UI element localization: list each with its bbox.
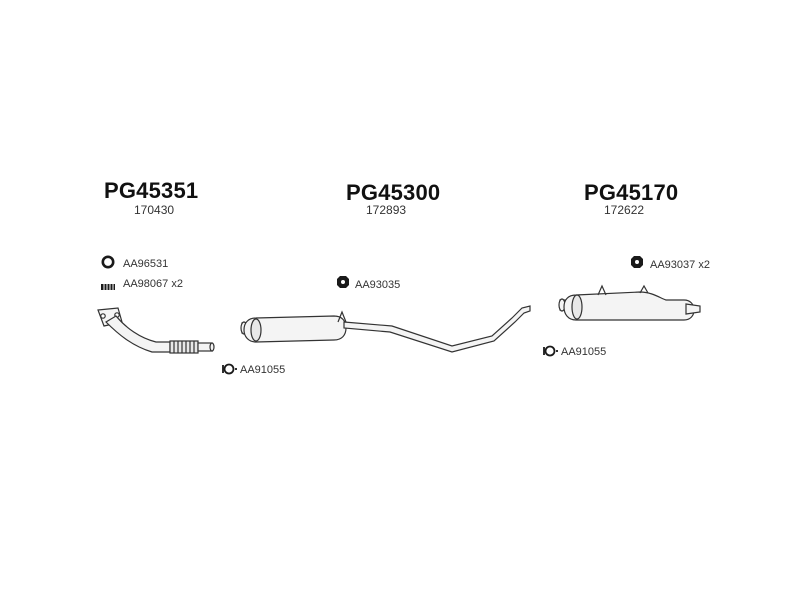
part-number-rear: 172622 bbox=[604, 203, 645, 217]
accessory-label-rear-2: AA91055 bbox=[561, 346, 607, 358]
accessory-label-rear-1: AA93037 x2 bbox=[650, 259, 710, 271]
part-number-middle: 172893 bbox=[366, 203, 407, 217]
spring-icon bbox=[100, 279, 116, 297]
part-code-front: PG45351 bbox=[104, 178, 199, 203]
accessory-qty-front-2: x2 bbox=[171, 278, 183, 290]
part-number-front: 170430 bbox=[134, 203, 175, 217]
part-code-rear: PG45170 bbox=[584, 180, 679, 205]
accessory-code-rear-1: AA93037 bbox=[650, 259, 696, 271]
accessory-code-front-2: AA98067 bbox=[123, 278, 169, 290]
clamp-icon bbox=[221, 362, 237, 381]
accessory-label-front-2: AA98067 x2 bbox=[123, 278, 183, 290]
middle-silencer-drawing bbox=[240, 305, 531, 353]
rubber-mount-icon bbox=[336, 275, 350, 294]
part-code-middle: PG45300 bbox=[346, 180, 441, 205]
front-pipe-drawing bbox=[97, 307, 215, 354]
accessory-label-middle-1: AA93035 bbox=[355, 279, 401, 291]
clamp-icon bbox=[542, 344, 558, 363]
accessory-qty-rear-1: x2 bbox=[698, 259, 710, 271]
rubber-mount-icon bbox=[630, 255, 644, 274]
rear-silencer-drawing bbox=[558, 284, 701, 321]
ring-gasket-icon bbox=[101, 255, 115, 274]
accessory-label-front-1: AA96531 bbox=[123, 258, 169, 270]
accessory-label-middle-2: AA91055 bbox=[240, 364, 286, 376]
